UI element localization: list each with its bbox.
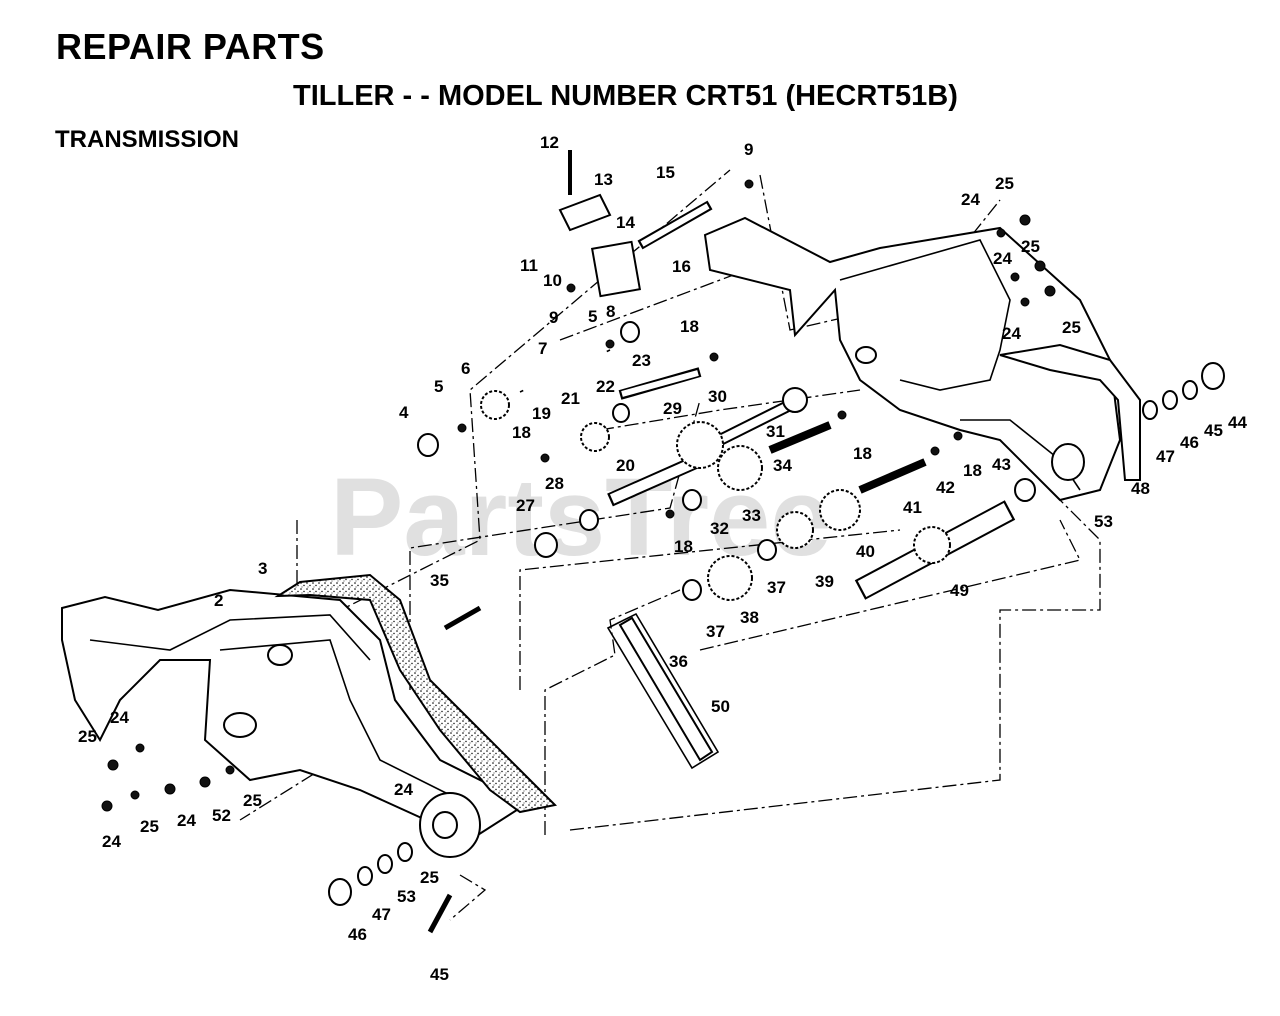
callout-29: 29 bbox=[663, 399, 682, 418]
callout-4: 4 bbox=[399, 403, 409, 422]
callout-13: 13 bbox=[594, 170, 613, 189]
callout-25: 25 bbox=[243, 791, 262, 810]
callout-16: 16 bbox=[672, 257, 691, 276]
callout-6: 6 bbox=[461, 359, 470, 378]
callout-5: 5 bbox=[434, 377, 443, 396]
callout-18: 18 bbox=[680, 317, 699, 336]
callout-18: 18 bbox=[512, 423, 531, 442]
callout-43: 43 bbox=[992, 455, 1011, 474]
callout-21: 21 bbox=[561, 389, 580, 408]
callout-36: 36 bbox=[669, 652, 688, 671]
page-subtitle: TILLER - - MODEL NUMBER CRT51 (HECRT51B) bbox=[293, 80, 958, 112]
callout-39: 39 bbox=[815, 572, 834, 591]
callout-15: 15 bbox=[656, 163, 675, 182]
callout-24: 24 bbox=[177, 811, 196, 830]
section-heading: TRANSMISSION bbox=[55, 126, 240, 153]
callout-5: 5 bbox=[588, 307, 597, 326]
callout-20: 20 bbox=[616, 456, 635, 475]
callout-24: 24 bbox=[961, 190, 980, 209]
callout-44: 44 bbox=[1228, 413, 1247, 432]
callout-18: 18 bbox=[853, 444, 872, 463]
callout-30: 30 bbox=[708, 387, 727, 406]
callout-45: 45 bbox=[1204, 421, 1223, 440]
callout-50: 50 bbox=[711, 697, 730, 716]
callout-42: 42 bbox=[936, 478, 955, 497]
callout-31: 31 bbox=[766, 422, 785, 441]
callout-9: 9 bbox=[744, 140, 753, 159]
callout-25: 25 bbox=[995, 174, 1014, 193]
callout-38: 38 bbox=[740, 608, 759, 627]
callout-34: 34 bbox=[773, 456, 792, 475]
callout-33: 33 bbox=[742, 506, 761, 525]
callout-37: 37 bbox=[706, 622, 725, 641]
callout-11: 11 bbox=[520, 256, 538, 275]
callout-2: 2 bbox=[214, 591, 223, 610]
callout-19: 19 bbox=[532, 404, 551, 423]
callout-24: 24 bbox=[394, 780, 413, 799]
callout-47: 47 bbox=[372, 905, 391, 924]
callout-46: 46 bbox=[348, 925, 367, 944]
callout-49: 49 bbox=[950, 581, 969, 600]
callout-9: 9 bbox=[549, 308, 558, 327]
callout-10: 10 bbox=[543, 271, 562, 290]
callout-7: 7 bbox=[538, 339, 547, 358]
callout-53: 53 bbox=[397, 887, 416, 906]
callout-24: 24 bbox=[1002, 324, 1021, 343]
callout-18: 18 bbox=[674, 537, 693, 556]
callout-12: 12 bbox=[540, 133, 559, 152]
callout-41: 41 bbox=[903, 498, 922, 517]
shafts-and-gears bbox=[101, 150, 1225, 934]
callout-32: 32 bbox=[710, 519, 729, 538]
callout-18: 18 bbox=[963, 461, 982, 480]
callout-53: 53 bbox=[1094, 512, 1113, 531]
callout-24: 24 bbox=[110, 708, 129, 727]
callout-25: 25 bbox=[1021, 237, 1040, 256]
callout-28: 28 bbox=[545, 474, 564, 493]
callout-24: 24 bbox=[993, 249, 1012, 268]
callout-8: 8 bbox=[606, 302, 615, 321]
callout-25: 25 bbox=[78, 727, 97, 746]
callout-23: 23 bbox=[632, 351, 651, 370]
callout-45: 45 bbox=[430, 965, 449, 984]
page-title: REPAIR PARTS bbox=[56, 26, 325, 67]
callout-14: 14 bbox=[616, 213, 635, 232]
callout-46: 46 bbox=[1180, 433, 1199, 452]
callout-35: 35 bbox=[430, 571, 449, 590]
callout-3: 3 bbox=[258, 559, 267, 578]
callout-25: 25 bbox=[1062, 318, 1081, 337]
callout-48: 48 bbox=[1131, 479, 1150, 498]
transmission-housing bbox=[61, 216, 1141, 858]
callout-25: 25 bbox=[140, 817, 159, 836]
callout-24: 24 bbox=[102, 832, 121, 851]
callout-27: 27 bbox=[516, 496, 535, 515]
callout-37: 37 bbox=[767, 578, 786, 597]
callout-25: 25 bbox=[420, 868, 439, 887]
callout-47: 47 bbox=[1156, 447, 1175, 466]
callout-40: 40 bbox=[856, 542, 875, 561]
callout-52: 52 bbox=[212, 806, 231, 825]
callout-22: 22 bbox=[596, 377, 615, 396]
